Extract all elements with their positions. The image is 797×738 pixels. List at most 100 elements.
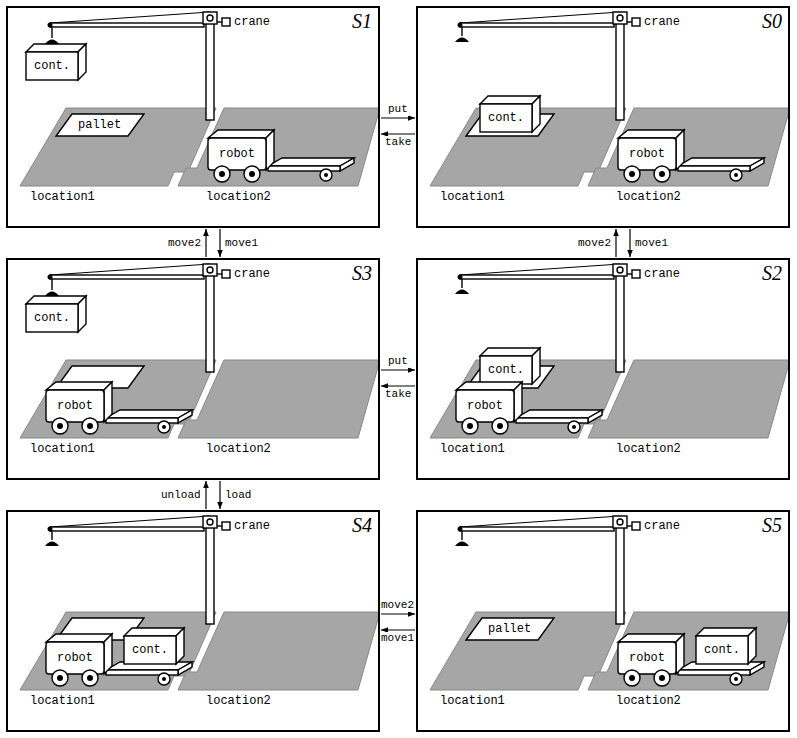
wheel-hub xyxy=(57,675,63,681)
arm-tip xyxy=(48,527,53,532)
action-label: load xyxy=(224,489,252,502)
wheel-hub xyxy=(219,171,225,177)
action-label: take xyxy=(384,388,412,401)
trailer-side xyxy=(750,158,764,171)
action-label: take xyxy=(384,136,412,149)
crane-pole xyxy=(616,526,624,624)
trailer-wheel xyxy=(568,421,580,433)
part-label: crane xyxy=(234,519,270,533)
part-label: location2 xyxy=(206,694,271,708)
state-box: S4cranerobotcont.location1location2 xyxy=(6,510,380,732)
container-front xyxy=(26,304,78,332)
wheel-hub xyxy=(734,677,738,681)
crane-tie xyxy=(50,516,210,527)
transition-arrow xyxy=(381,369,415,370)
part-label: location2 xyxy=(616,190,681,204)
wheel-hub xyxy=(659,171,665,177)
part-label: cont. xyxy=(488,363,524,377)
crane-pole xyxy=(206,274,214,372)
wheel-hub xyxy=(629,171,635,177)
robot-top xyxy=(208,130,274,138)
part-label: location2 xyxy=(206,442,271,456)
wheel-hub xyxy=(162,425,166,429)
robot-top xyxy=(46,382,112,390)
crane-pulley xyxy=(207,519,213,525)
action-label: move2 xyxy=(167,237,202,250)
robot-wheel xyxy=(244,166,260,182)
container-front xyxy=(480,104,532,132)
trailer-side xyxy=(178,662,192,675)
part-label: location1 xyxy=(30,442,95,456)
action-label: move1 xyxy=(634,237,669,250)
transition-arrow xyxy=(219,481,220,509)
part-label: location1 xyxy=(30,694,95,708)
crane-head xyxy=(613,516,627,528)
crane-hook xyxy=(455,290,469,295)
wheel-hub xyxy=(734,173,738,177)
part-label: robot xyxy=(219,147,255,161)
robot-body xyxy=(456,390,514,422)
crane-cab-link xyxy=(627,525,632,526)
part-label: crane xyxy=(234,15,270,29)
trailer-wheel xyxy=(730,673,742,685)
crane-cab-link xyxy=(217,273,222,274)
transition-arrow xyxy=(219,229,220,257)
robot-wheel xyxy=(52,418,68,434)
hook-rope xyxy=(51,27,52,38)
crane-pulley xyxy=(617,267,623,273)
trailer-side xyxy=(750,662,764,675)
hook-rope xyxy=(51,279,52,290)
crane-cab-link xyxy=(627,273,632,274)
transition-arrow xyxy=(381,613,415,614)
container-side xyxy=(78,44,86,80)
container-top xyxy=(480,96,540,104)
hook-rope xyxy=(461,531,462,540)
robot-wheel xyxy=(624,670,640,686)
crane-arm xyxy=(460,23,614,27)
container-top xyxy=(124,628,184,636)
crane-hook xyxy=(455,542,469,547)
container-side xyxy=(532,348,540,384)
trailer-side xyxy=(178,410,192,423)
trailer-side xyxy=(340,158,354,171)
state-box: S1cranecont.palletrobotlocation1location… xyxy=(6,6,380,228)
part-label: robot xyxy=(467,399,503,413)
part-label: location2 xyxy=(616,694,681,708)
transition-arrow xyxy=(205,229,206,257)
trailer-wheel xyxy=(730,169,742,181)
crane-pulley xyxy=(617,15,623,21)
robot-side xyxy=(676,130,684,170)
action-label: put xyxy=(387,355,409,368)
crane-tie xyxy=(50,264,210,275)
robot-body xyxy=(46,642,104,674)
crane-cab-link xyxy=(217,525,222,526)
action-label: unload xyxy=(160,489,202,502)
part-label: robot xyxy=(629,147,665,161)
part-label: robot xyxy=(57,651,93,665)
wheel-hub xyxy=(497,423,503,429)
robot-side xyxy=(104,634,112,674)
container-front xyxy=(480,356,532,384)
crane-cab-link xyxy=(217,21,222,22)
trailer-wheel xyxy=(158,421,170,433)
action-label: move2 xyxy=(380,599,415,612)
robot-top xyxy=(46,634,112,642)
wheel-hub xyxy=(324,173,328,177)
crane-pulley xyxy=(207,267,213,273)
part-label: cont. xyxy=(488,111,524,125)
robot-wheel xyxy=(492,418,508,434)
transition-arrow xyxy=(381,629,415,630)
robot-wheel xyxy=(82,670,98,686)
trailer-wheel xyxy=(158,673,170,685)
wheel-hub xyxy=(162,677,166,681)
arm-tip xyxy=(48,275,53,280)
crane-arm xyxy=(460,275,614,279)
action-label: put xyxy=(387,103,409,116)
action-label: move1 xyxy=(224,237,259,250)
wheel-hub xyxy=(629,675,635,681)
robot-wheel xyxy=(654,166,670,182)
crane-pole xyxy=(616,274,624,372)
robot-body xyxy=(618,138,676,170)
crane-hook xyxy=(455,38,469,43)
part-label: location1 xyxy=(440,442,505,456)
